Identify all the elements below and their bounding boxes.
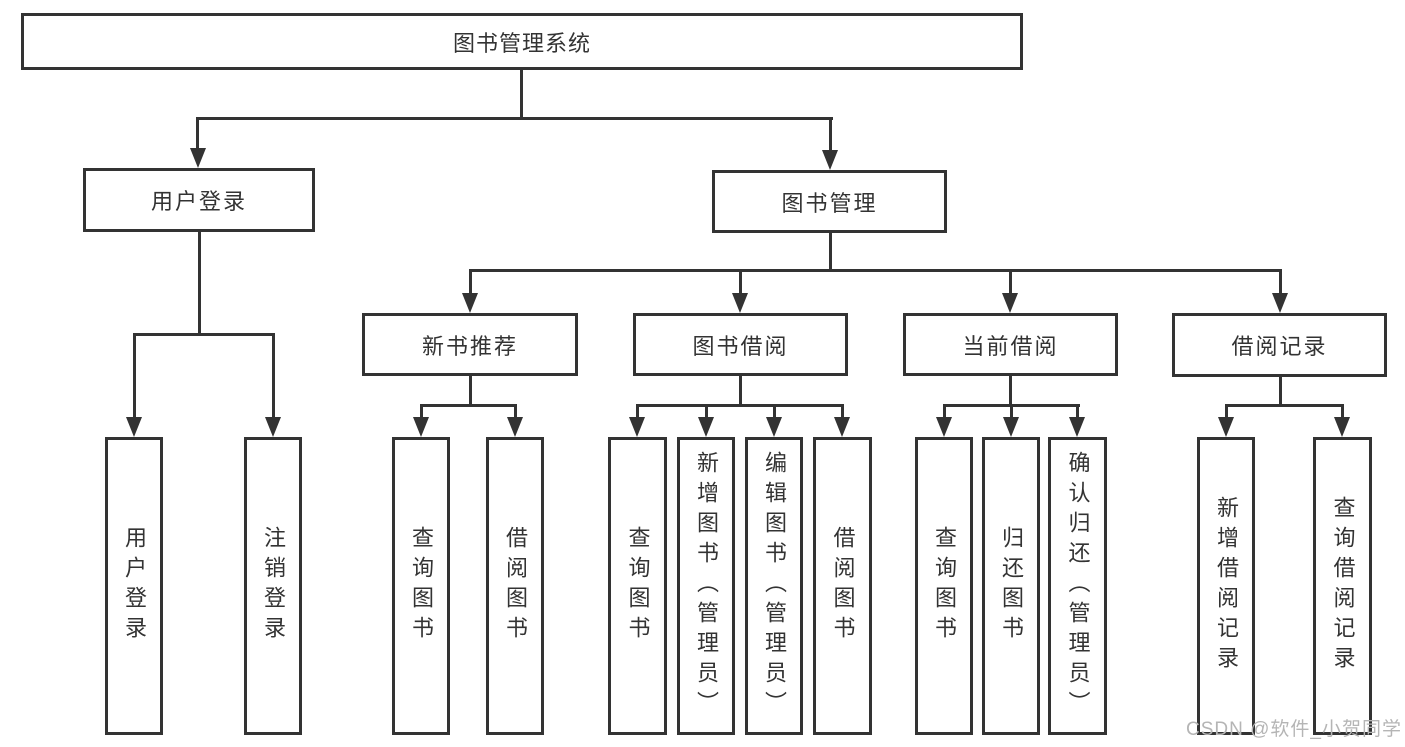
- leaf-label: 确认归还（管理员）: [1065, 451, 1091, 721]
- connector-drop: [1225, 404, 1228, 419]
- node-user-login-label: 用户登录: [150, 189, 247, 214]
- connector-newbook-branch: [420, 404, 517, 407]
- node-leaf-query-book-1: 查询图书: [392, 437, 450, 735]
- leaf-label: 借阅图书: [503, 526, 528, 646]
- arrow-down-icon: [936, 417, 952, 437]
- node-leaf-confirm-return-admin: 确认归还（管理员）: [1048, 437, 1107, 735]
- arrow-down-icon: [732, 293, 748, 313]
- node-leaf-borrow-book-1: 借阅图书: [486, 437, 544, 735]
- node-leaf-logout: 注销登录: [244, 437, 302, 735]
- arrow-down-icon: [126, 417, 142, 437]
- connector-drop: [705, 404, 708, 419]
- node-leaf-query-book-2: 查询图书: [608, 437, 667, 735]
- arrow-down-icon: [1002, 293, 1018, 313]
- leaf-label: 查询图书: [409, 526, 434, 646]
- arrow-down-icon: [822, 150, 838, 170]
- connector-drop: [420, 404, 423, 419]
- node-current-borrow-label: 当前借阅: [962, 333, 1059, 359]
- arrow-down-icon: [698, 417, 714, 437]
- node-leaf-return-book: 归还图书: [982, 437, 1040, 735]
- node-book-borrow: 图书借阅: [633, 313, 848, 376]
- node-leaf-user-login: 用户登录: [105, 437, 163, 735]
- connector-root-stem: [520, 70, 523, 120]
- connector-drop-book-mgmt: [829, 117, 832, 153]
- arrow-down-icon: [1272, 293, 1288, 313]
- node-leaf-query-book-3: 查询图书: [915, 437, 973, 735]
- node-new-book-recommend-label: 新书推荐: [421, 333, 518, 359]
- connector-drop: [1010, 404, 1013, 419]
- arrow-down-icon: [265, 417, 281, 437]
- node-leaf-add-borrow-record: 新增借阅记录: [1197, 437, 1255, 735]
- leaf-label: 注销登录: [261, 526, 286, 646]
- connector-drop-logout: [272, 333, 275, 419]
- node-leaf-add-book-admin: 新增图书（管理员）: [677, 437, 735, 735]
- node-borrow-record: 借阅记录: [1172, 313, 1387, 377]
- arrow-down-icon: [413, 417, 429, 437]
- node-borrow-record-label: 借阅记录: [1231, 334, 1328, 359]
- arrow-down-icon: [629, 417, 645, 437]
- connector-borrowrecord-stem: [1279, 377, 1282, 407]
- node-book-mgmt-label: 图书管理: [781, 190, 878, 216]
- csdn-watermark: CSDN @软件_小贺同学: [1186, 719, 1402, 740]
- node-root: 图书管理系统: [21, 13, 1023, 70]
- arrow-down-icon: [834, 417, 850, 437]
- connector-drop: [1341, 404, 1344, 419]
- node-leaf-edit-book-admin: 编辑图书（管理员）: [745, 437, 803, 735]
- node-new-book-recommend: 新书推荐: [362, 313, 578, 376]
- connector-newbook-stem: [469, 376, 472, 407]
- connector-drop: [514, 404, 517, 419]
- node-user-login: 用户登录: [83, 168, 315, 232]
- node-current-borrow: 当前借阅: [903, 313, 1118, 376]
- connector-drop: [1076, 404, 1079, 419]
- leaf-label: 查询借阅记录: [1330, 496, 1356, 676]
- node-book-mgmt: 图书管理: [712, 170, 947, 233]
- leaf-label: 查询图书: [932, 526, 957, 646]
- connector-bookmgmt-branch: [469, 269, 1282, 272]
- connector-drop-new-book: [469, 269, 472, 295]
- connector-user-branch: [133, 333, 275, 336]
- arrow-down-icon: [1003, 417, 1019, 437]
- connector-drop-current-borrow: [1009, 269, 1012, 295]
- leaf-label: 新增借阅记录: [1214, 496, 1239, 676]
- connector-currentborrow-stem: [1009, 376, 1012, 407]
- connector-drop: [773, 404, 776, 419]
- connector-root-branch: [196, 117, 833, 120]
- leaf-label: 归还图书: [999, 526, 1024, 646]
- leaf-label: 新增图书（管理员）: [694, 451, 719, 721]
- connector-drop: [841, 404, 844, 419]
- node-leaf-query-borrow-record: 查询借阅记录: [1313, 437, 1372, 735]
- arrow-down-icon: [1069, 417, 1085, 437]
- connector-drop-book-borrow: [739, 269, 742, 295]
- connector-drop-user-login: [196, 117, 199, 151]
- connector-drop: [636, 404, 639, 419]
- arrow-down-icon: [1218, 417, 1234, 437]
- leaf-label: 借阅图书: [830, 526, 856, 646]
- leaf-label: 查询图书: [625, 526, 651, 646]
- connector-drop-borrow-record: [1279, 269, 1282, 295]
- node-root-label: 图书管理系统: [452, 30, 591, 56]
- arrow-down-icon: [766, 417, 782, 437]
- arrow-down-icon: [462, 293, 478, 313]
- leaf-label: 用户登录: [122, 526, 147, 646]
- arrow-down-icon: [507, 417, 523, 437]
- leaf-label: 编辑图书（管理员）: [762, 451, 787, 721]
- connector-drop: [943, 404, 946, 419]
- connector-borrowrecord-branch: [1225, 404, 1344, 407]
- node-leaf-borrow-book-2: 借阅图书: [813, 437, 872, 735]
- connector-bookborrow-stem: [739, 376, 742, 407]
- node-book-borrow-label: 图书借阅: [692, 333, 789, 359]
- arrow-down-icon: [190, 148, 206, 168]
- connector-bookborrow-branch: [636, 404, 844, 407]
- connector-user-stem: [198, 232, 201, 335]
- connector-drop-login: [133, 333, 136, 419]
- connector-bookmgmt-stem: [829, 233, 832, 272]
- arrow-down-icon: [1334, 417, 1350, 437]
